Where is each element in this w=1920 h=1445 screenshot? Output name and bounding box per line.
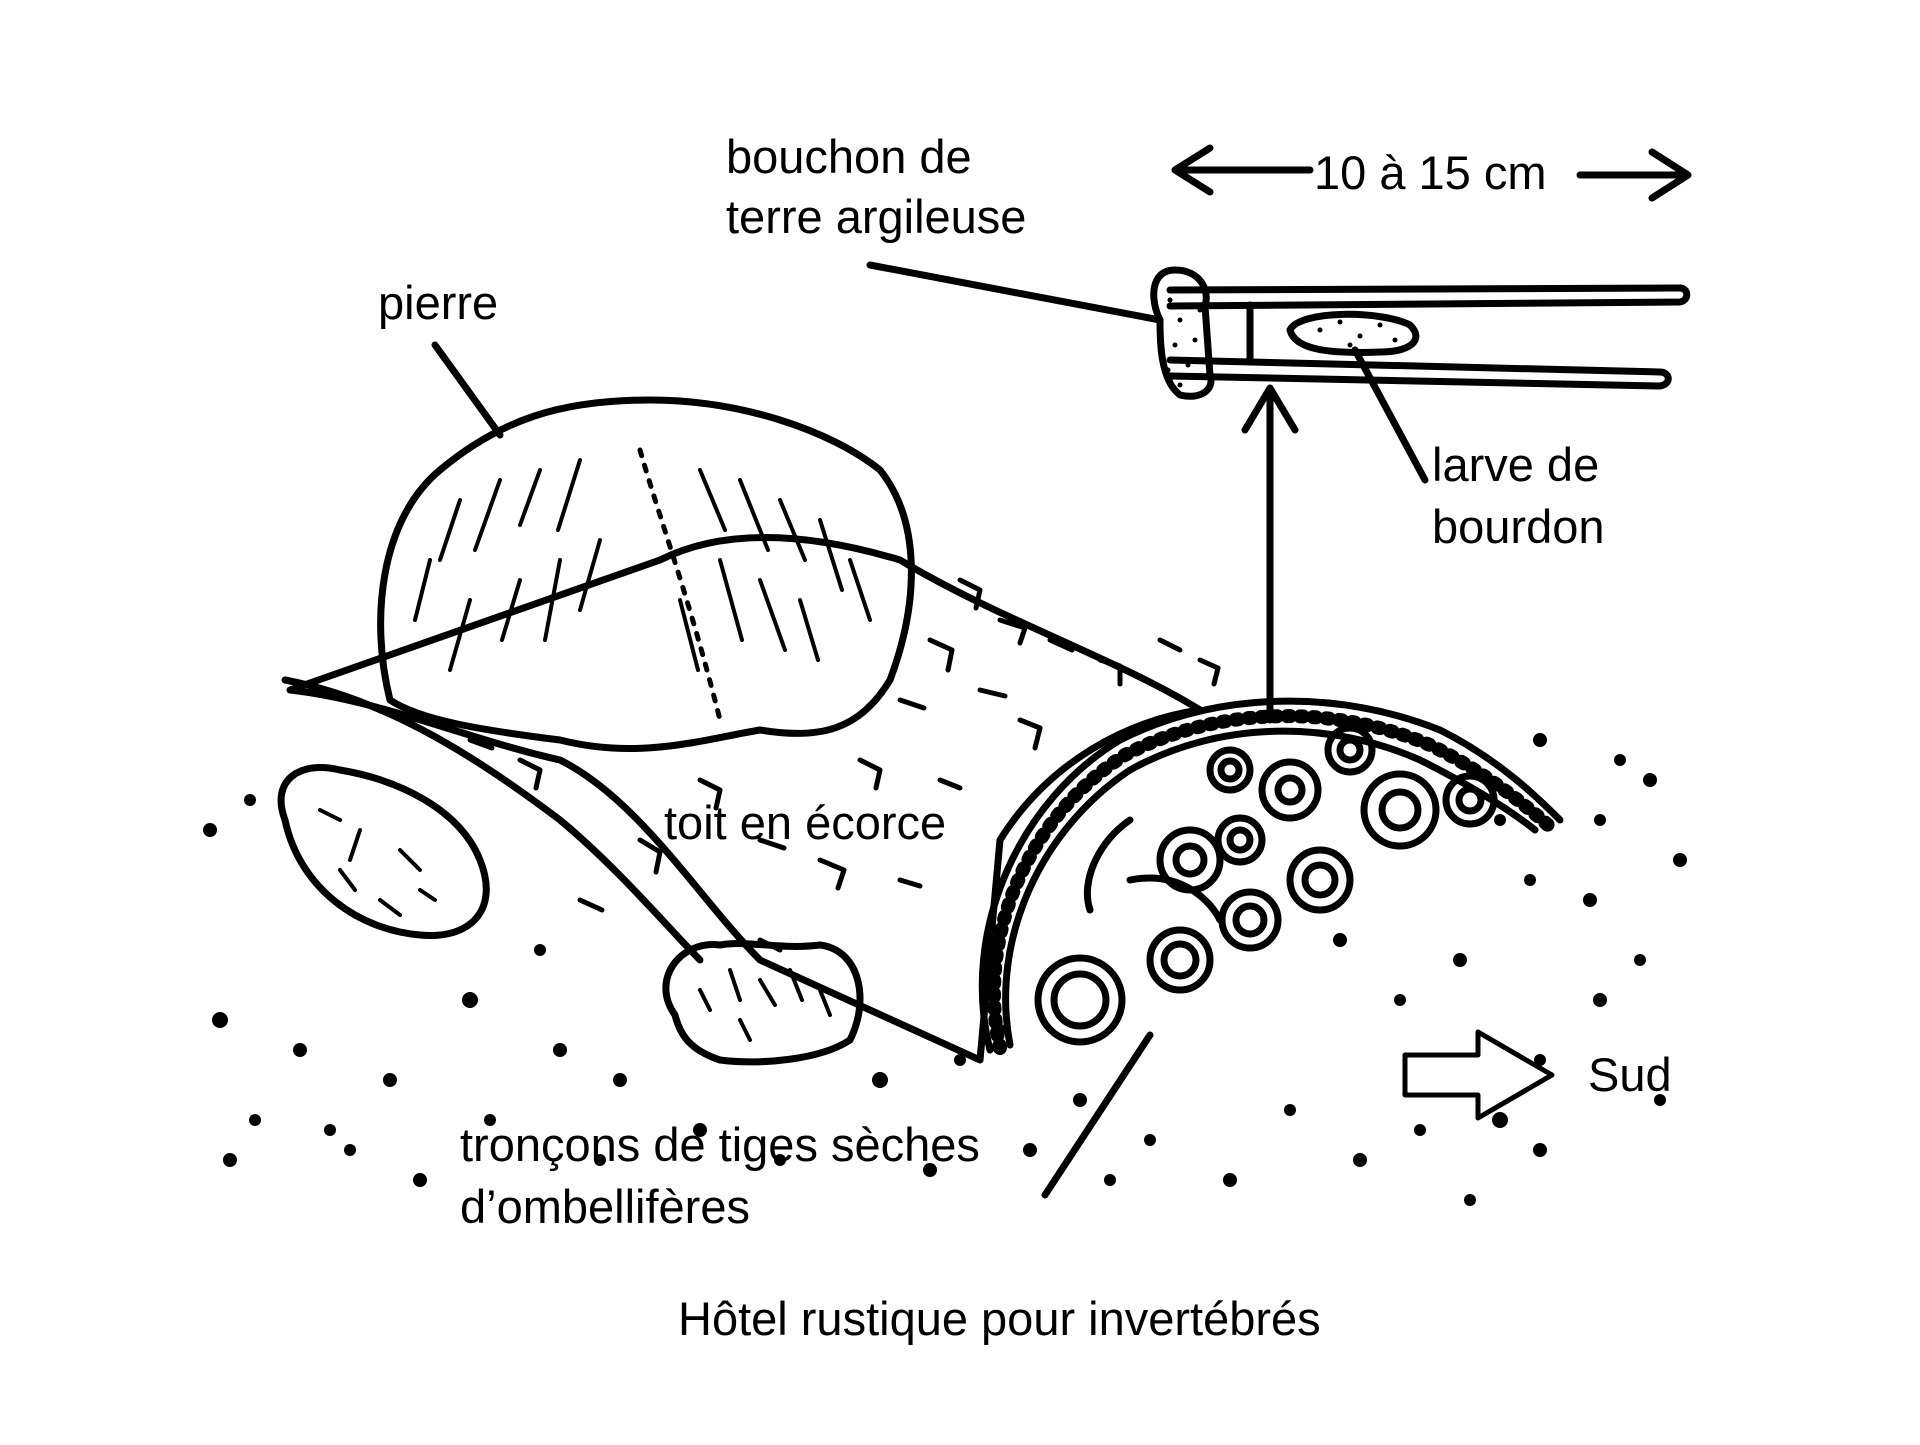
clay-plug <box>1150 266 1215 400</box>
small-stone-front-texture <box>698 968 832 1042</box>
dimension-arrow-right <box>1576 148 1692 202</box>
dimension-arrow-left <box>1171 144 1314 196</box>
ground-speckles <box>203 733 1687 1206</box>
bark-roof-edge <box>281 676 704 964</box>
label-troncons-line1: tronçons de tiges sèches <box>460 1118 980 1171</box>
roof-arch-hatching <box>986 709 1555 1055</box>
label-dimension: 10 à 15 cm <box>1314 146 1547 199</box>
tube-cross-section <box>1150 266 1691 400</box>
leader-troncons <box>1041 1031 1154 1199</box>
label-sud: Sud <box>1588 1048 1672 1101</box>
label-larve-line1: larve de <box>1432 438 1600 491</box>
roof-arch-outer <box>978 697 1564 1054</box>
stone-outline <box>377 396 915 753</box>
stone-texture <box>413 458 872 672</box>
arrow-up-head <box>1241 384 1299 434</box>
south-arrow <box>1402 1029 1555 1121</box>
label-pierre: pierre <box>378 276 499 329</box>
clay-plug-texture <box>1165 287 1203 388</box>
diagram-caption: Hôtel rustique pour invertébrés <box>678 1292 1321 1345</box>
roof-arch-inner <box>1002 727 1539 1049</box>
stem-bundle <box>1034 724 1498 1046</box>
larva <box>1286 310 1420 356</box>
leader-larve <box>1351 346 1429 484</box>
label-larve-line2: bourdon <box>1432 500 1605 553</box>
leader-bouchon <box>866 261 1164 324</box>
small-stone-left <box>277 763 490 940</box>
leader-pierre <box>431 341 504 439</box>
bark-roof-outline <box>286 534 1204 1064</box>
larva-texture <box>1317 319 1398 348</box>
label-troncons-line2: d’ombellifères <box>460 1180 750 1233</box>
small-stone-left-texture <box>318 808 437 917</box>
small-stone-front <box>662 940 864 1066</box>
bark-texture <box>467 577 1221 953</box>
label-bouchon-line1: bouchon de <box>726 130 972 183</box>
label-toit: toit en écorce <box>664 796 947 849</box>
label-bouchon-line2: terre argileuse <box>726 190 1027 243</box>
